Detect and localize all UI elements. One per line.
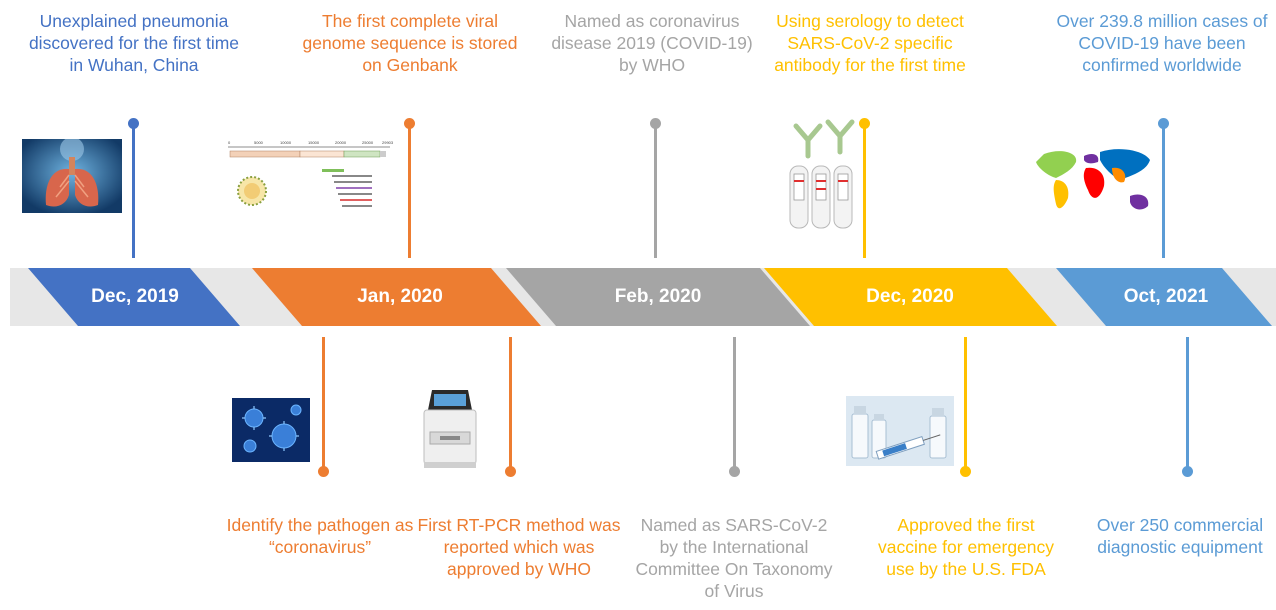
period-label-feb-2020: Feb, 2020 <box>614 286 702 307</box>
pcr-machine-image <box>423 390 477 468</box>
event-bottom-3-text: Named as SARS-CoV-2 by the International… <box>635 515 833 601</box>
event-top-2-dot <box>404 118 415 129</box>
event-top-4-stem <box>863 124 866 258</box>
event-bottom-1-stem <box>322 337 325 470</box>
period-label-jan-2020: Jan, 2020 <box>357 286 443 307</box>
world-map-image <box>1036 149 1150 210</box>
period-arrow-feb-2020 <box>506 268 810 326</box>
event-top-2-text: The first complete viral genome sequence… <box>302 11 518 75</box>
vaccine-image <box>846 396 954 466</box>
period-label-dec-2019: Dec, 2019 <box>91 286 179 307</box>
event-bottom-1-text: Identify the pathogen as “coronavirus” <box>226 515 414 557</box>
period-arrow-dec-2019 <box>28 268 240 326</box>
event-bottom-4-dot <box>960 466 971 477</box>
event-top-1-text: Unexplained pneumonia discovered for the… <box>28 11 240 75</box>
event-bottom-1-dot <box>318 466 329 477</box>
period-arrows <box>28 268 1272 326</box>
event-top-5-dot <box>1158 118 1169 129</box>
event-bottom-3-dot <box>729 466 740 477</box>
period-label-dec-2020: Dec, 2020 <box>866 286 954 307</box>
genome-tick-20000: 20000 <box>335 140 347 145</box>
event-top-1-stem <box>132 124 135 258</box>
event-bottom-2-dot <box>505 466 516 477</box>
genome-map-image: 0 5000 10000 15000 20000 25000 29903 <box>228 140 394 207</box>
genome-tick-10000: 10000 <box>280 140 292 145</box>
event-bottom-5-text: Over 250 commercial diagnostic equipment <box>1096 515 1264 557</box>
event-top-3-dot <box>650 118 661 129</box>
genome-tick-15000: 15000 <box>308 140 320 145</box>
event-bottom-2-stem <box>509 337 512 470</box>
event-top-4-dot <box>859 118 870 129</box>
genome-tick-25000: 25000 <box>362 140 374 145</box>
period-arrow-oct-2021 <box>1056 268 1272 326</box>
event-top-2-stem <box>408 124 411 258</box>
period-label-oct-2021: Oct, 2021 <box>1123 286 1209 307</box>
event-top-3-text: Named as coronavirus disease 2019 (COVID… <box>551 11 753 75</box>
event-top-4-text: Using serology to detect SARS-CoV-2 spec… <box>774 11 966 75</box>
period-arrow-dec-2020 <box>764 268 1057 326</box>
genome-tick-0: 0 <box>228 140 231 145</box>
virus-image <box>232 398 310 462</box>
event-top-3-stem <box>654 124 657 258</box>
event-bottom-5-dot <box>1182 466 1193 477</box>
genome-tick-5000: 5000 <box>254 140 264 145</box>
event-bottom-4-text: Approved the first vaccine for emergency… <box>877 515 1055 579</box>
antibody-test-image <box>789 119 855 229</box>
event-top-1-dot <box>128 118 139 129</box>
event-top-5-text: Over 239.8 million cases of COVID-19 hav… <box>1056 11 1268 75</box>
genome-tick-29903: 29903 <box>382 140 394 145</box>
period-arrow-jan-2020 <box>252 268 541 326</box>
lungs-image <box>22 139 122 213</box>
event-bottom-5-stem <box>1186 337 1189 470</box>
event-top-5-stem <box>1162 124 1165 258</box>
event-bottom-2-text: First RT-PCR method was reported which w… <box>417 515 621 579</box>
event-bottom-3-stem <box>733 337 736 470</box>
event-bottom-4-stem <box>964 337 967 470</box>
